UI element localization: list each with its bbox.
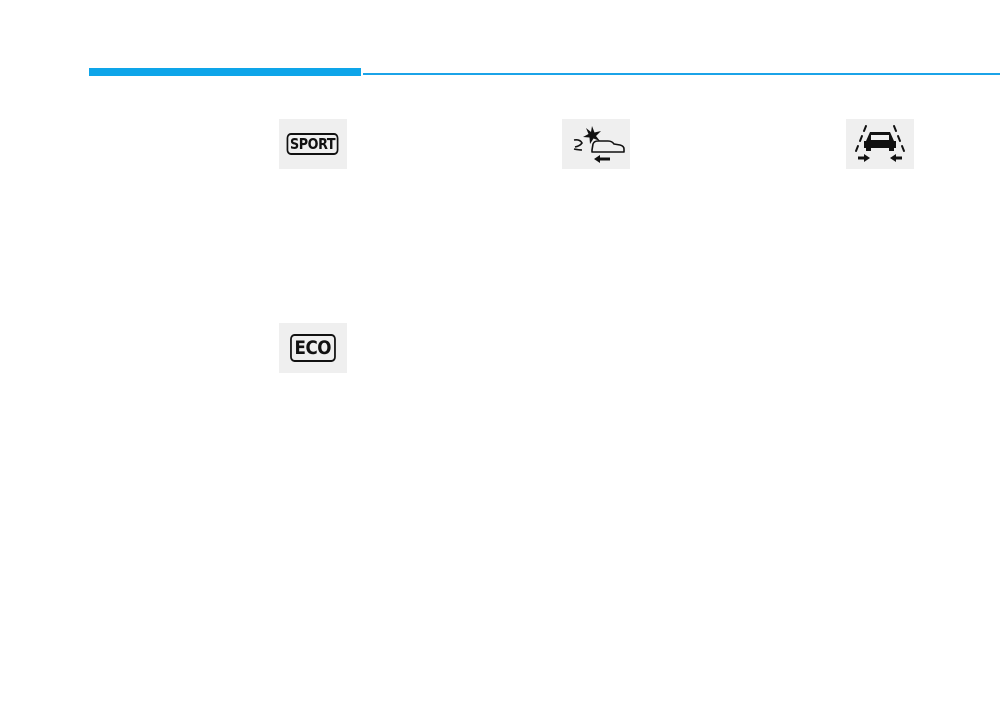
lane-keeping-indicator xyxy=(846,119,914,169)
sport-mode-indicator: SPORT xyxy=(279,119,347,169)
forward-collision-warning-icon xyxy=(573,126,625,163)
section-rule-line xyxy=(363,73,1000,75)
sport-mode-icon: SPORT xyxy=(286,133,339,155)
eco-mode-indicator: ECO xyxy=(279,323,347,373)
forward-collision-indicator xyxy=(562,119,630,169)
section-rule-accent xyxy=(89,68,361,76)
lane-keeping-assist-icon xyxy=(855,125,905,162)
eco-mode-icon: ECO xyxy=(290,334,336,362)
